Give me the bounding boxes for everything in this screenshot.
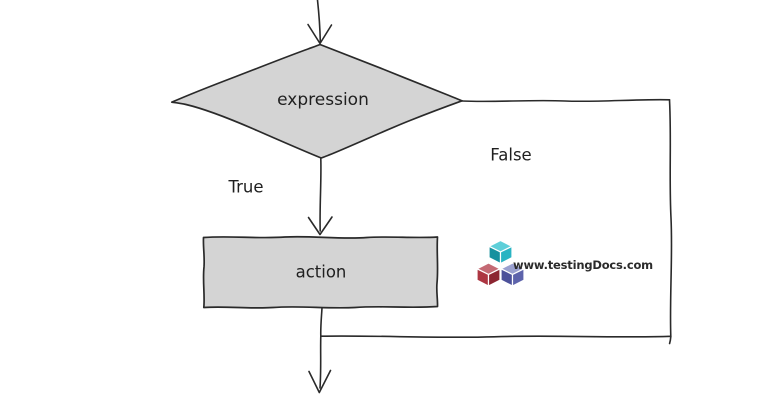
- false-branch-label: False: [490, 145, 532, 165]
- watermark-text: www.testingDocs.com: [513, 258, 653, 272]
- blue-cube-icon: [500, 262, 525, 287]
- red-cube-right-face: [487, 268, 501, 287]
- true-branch-label: True: [228, 177, 264, 197]
- true-branch-arrowhead-icon: [307, 216, 333, 236]
- blue-cube-right-face: [511, 268, 525, 287]
- action-box-shape: [202, 235, 439, 309]
- incoming-arrowhead-icon: [307, 23, 333, 45]
- true-branch-arrow: [307, 157, 333, 236]
- false-branch-bottom-line: [320, 335, 672, 339]
- teal-cube-icon: [488, 239, 513, 265]
- red-cube-icon: [476, 262, 501, 287]
- outgoing-arrow-line: [319, 307, 323, 389]
- false-branch-path: [320, 98, 673, 345]
- action-label: action: [295, 262, 347, 282]
- true-branch-line: [319, 157, 322, 232]
- outgoing-arrow: [308, 307, 332, 394]
- teal-cube-right-face: [499, 245, 513, 265]
- testingdocs-cubes-logo-icon: [476, 239, 525, 287]
- false-branch-right-line: [668, 99, 673, 345]
- incoming-arrow: [307, 0, 333, 45]
- incoming-arrow-line: [316, 0, 322, 43]
- outgoing-arrowhead-icon: [308, 369, 332, 394]
- decision-label: expression: [277, 90, 369, 110]
- false-branch-top-line: [461, 98, 671, 103]
